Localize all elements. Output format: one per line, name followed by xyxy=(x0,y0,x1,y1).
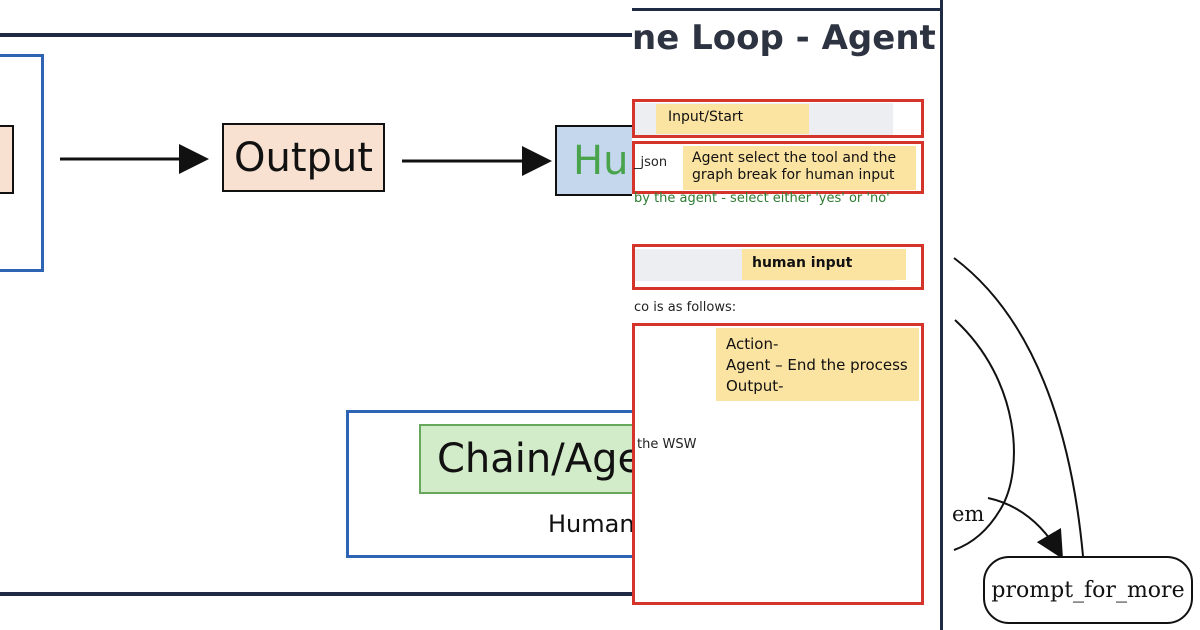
partial-input-box xyxy=(0,125,14,194)
follows-text: co is as follows: xyxy=(634,300,737,315)
input-start-frame xyxy=(632,99,924,138)
left-arrows xyxy=(60,144,552,176)
agent-hint-text: by the agent - select either 'yes' or 'n… xyxy=(634,191,890,206)
edge-label: em xyxy=(952,502,985,526)
edge-curve-outer xyxy=(953,257,1084,557)
tool-select-line-1: Agent select the tool and the xyxy=(692,150,897,166)
edge-arrow-to-node xyxy=(987,497,1064,560)
agent-end-label: Agent – End the process xyxy=(726,356,908,374)
human-caption: Human xyxy=(548,510,635,538)
prompt-for-more-label: prompt_for_more xyxy=(991,577,1185,603)
slide-title: ne Loop - Agent xyxy=(632,18,936,58)
tool-select-note: Agent select the tool and the graph brea… xyxy=(683,146,916,190)
chain-agent-box: Chain/Ager xyxy=(419,424,659,494)
prompt-for-more-node: prompt_for_more xyxy=(983,556,1193,624)
edge-curve-inner xyxy=(953,319,1015,551)
input-start-note: Input/Start xyxy=(656,104,809,134)
middle-top-border xyxy=(632,8,940,11)
human-input-note: human input xyxy=(742,249,906,280)
tool-select-frame xyxy=(632,141,924,194)
output-label: Output xyxy=(234,134,373,181)
chain-agent-label: Chain/Ager xyxy=(437,436,659,482)
graph-edges xyxy=(953,257,1084,560)
json-snippet: _json xyxy=(634,155,668,170)
human-input-frame xyxy=(632,244,924,290)
left-blue-container xyxy=(0,54,44,272)
input-start-text: Input/Start xyxy=(668,109,744,125)
wsw-text: the WSW xyxy=(637,437,697,452)
output-box: Output xyxy=(222,123,385,192)
human-input-text: human input xyxy=(752,255,853,271)
tool-select-line-2: graph break for human input xyxy=(692,167,895,183)
action-frame xyxy=(632,323,924,605)
action-label: Action- xyxy=(726,335,779,353)
left-diagram-frame xyxy=(0,33,635,596)
output-dash-label: Output- xyxy=(726,377,784,395)
action-note: Action- Agent – End the process Output- xyxy=(716,328,919,401)
